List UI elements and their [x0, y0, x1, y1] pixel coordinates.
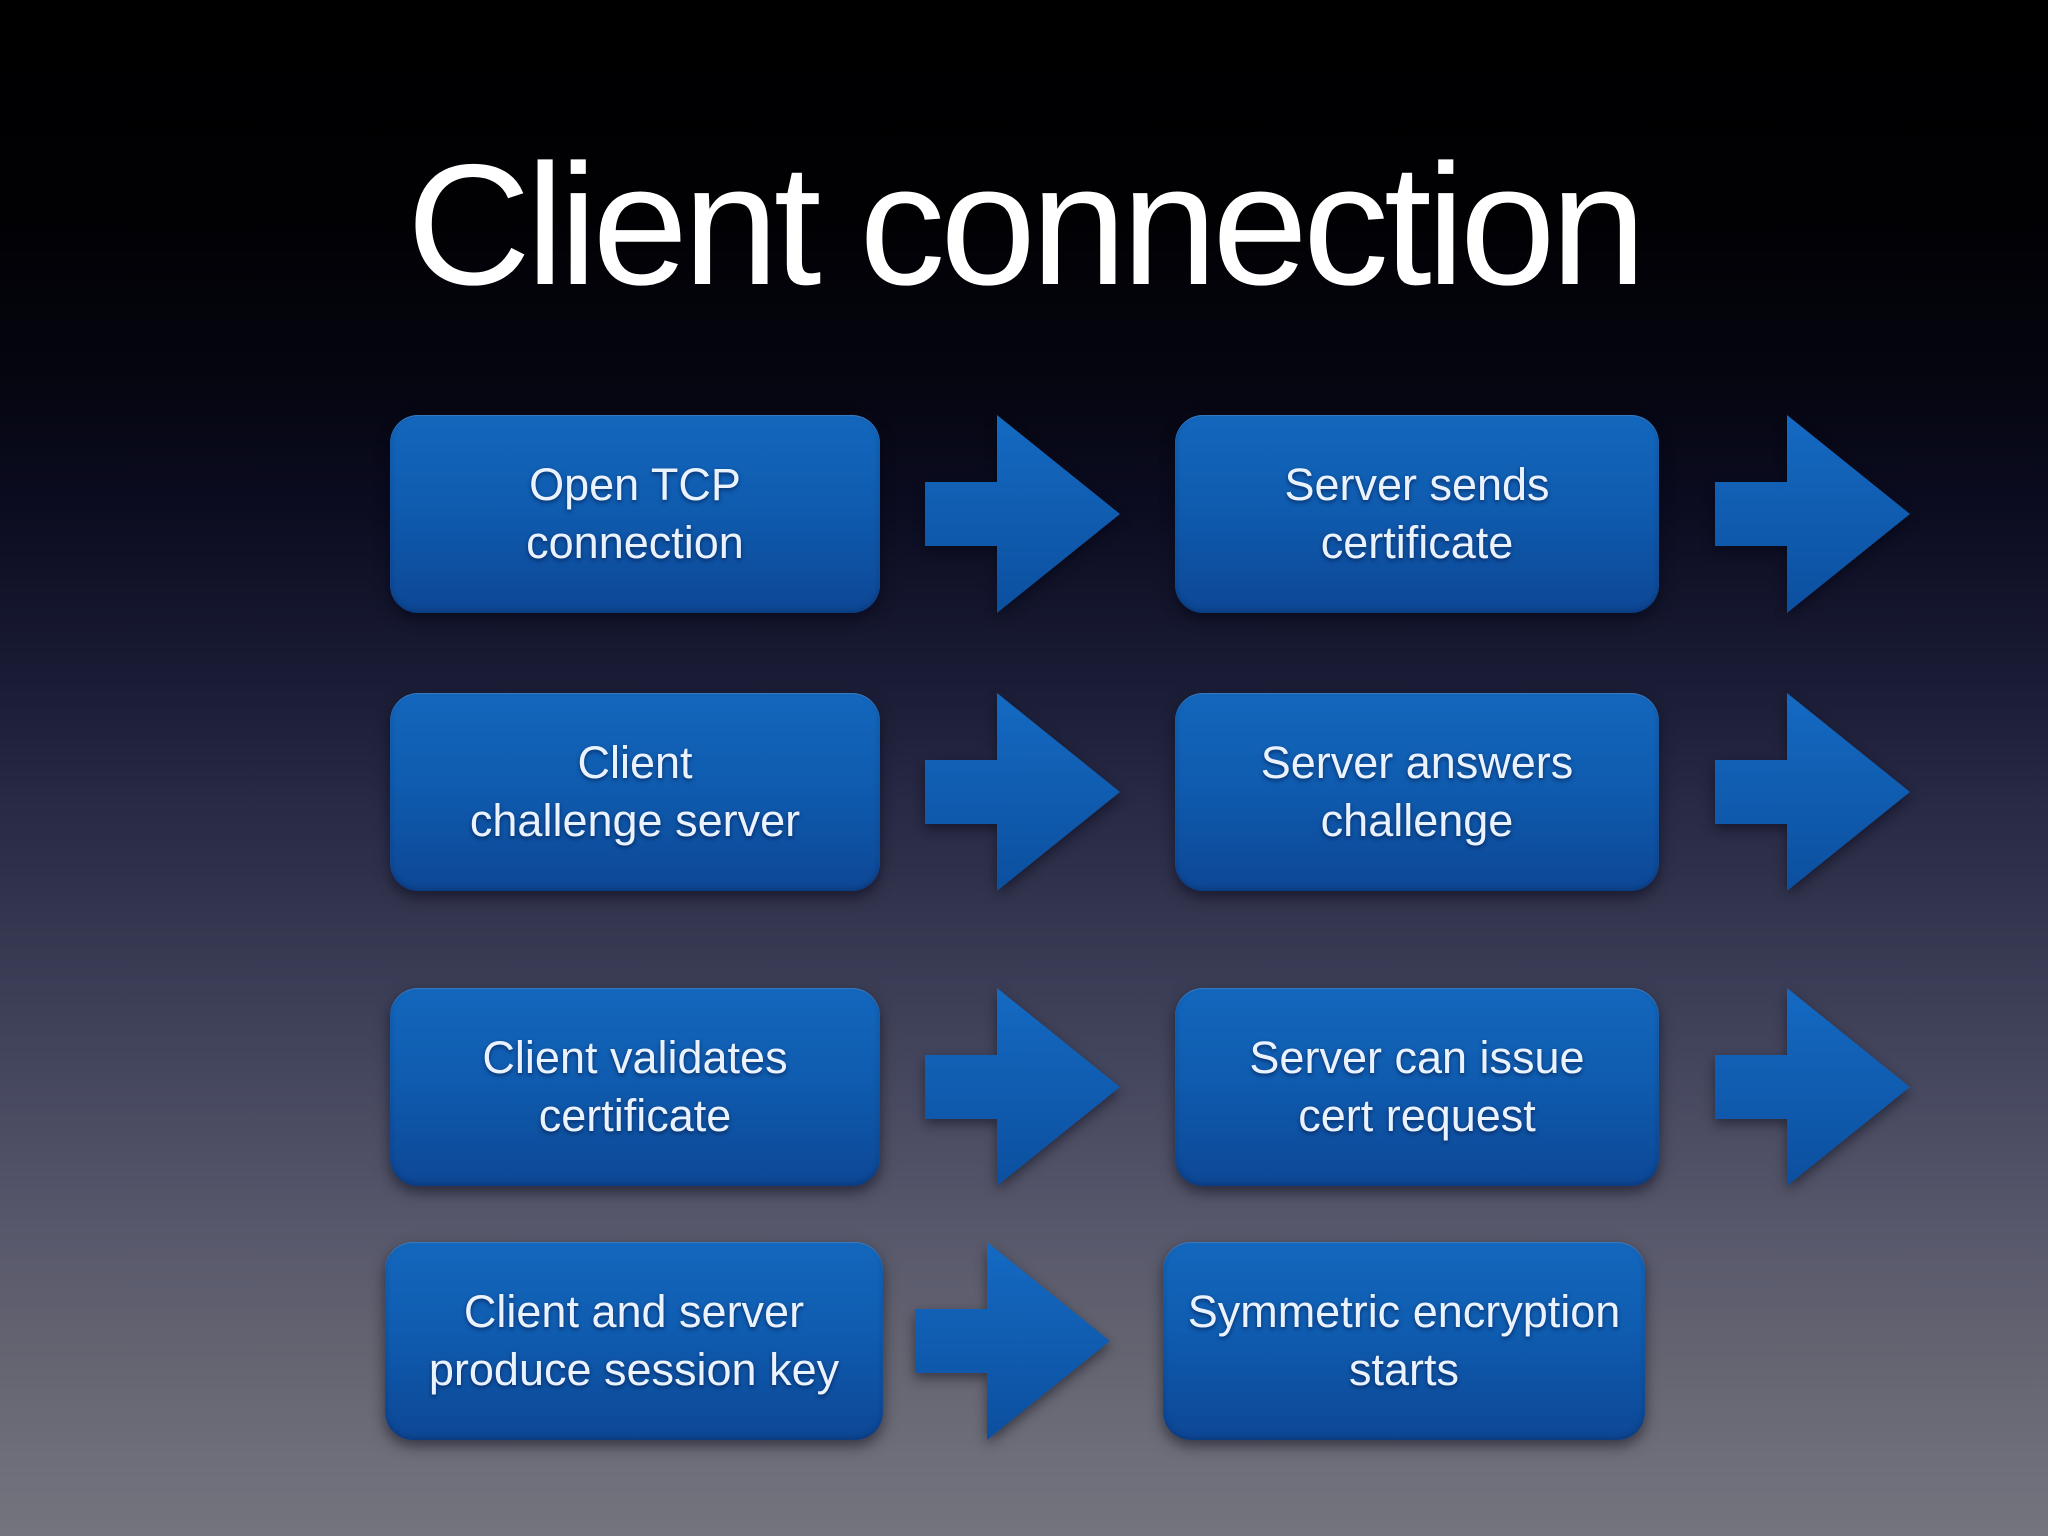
flow-row-1: Open TCP connection Server sends certifi…	[0, 415, 2048, 613]
right-arrow-icon	[1715, 988, 1910, 1186]
box-label-line: challenge	[1320, 795, 1514, 846]
box-label-line: starts	[1348, 1344, 1460, 1395]
box-server-answers-challenge: Server answers challenge	[1175, 693, 1659, 891]
right-arrow-icon	[925, 988, 1120, 1186]
right-arrow-icon	[925, 693, 1120, 891]
box-label-line: challenge server	[469, 795, 801, 846]
box-open-tcp-connection: Open TCP connection	[390, 415, 880, 613]
box-label-line: certificate	[1320, 517, 1514, 568]
box-label-line: Server answers	[1260, 737, 1574, 788]
box-label-line: cert request	[1298, 1090, 1536, 1141]
right-arrow-icon	[1715, 415, 1910, 613]
right-arrow-icon	[1715, 693, 1910, 891]
box-server-can-issue-cert-request: Server can issue cert request	[1175, 988, 1659, 1186]
box-client-and-server-produce-session-key: Client and server produce session key	[385, 1242, 883, 1440]
box-label-line: Client validates	[482, 1032, 788, 1083]
box-label-line: produce session key	[428, 1344, 840, 1395]
box-label-line: Open TCP	[529, 459, 741, 510]
flow-row-2: Client challenge server Server answers c…	[0, 693, 2048, 891]
right-arrow-icon	[915, 1242, 1110, 1440]
box-label-line: Symmetric encryption	[1187, 1286, 1621, 1337]
box-label-line: connection	[526, 517, 744, 568]
box-client-validates-certificate: Client validates certificate	[390, 988, 880, 1186]
box-label-line: Server can issue	[1249, 1032, 1585, 1083]
box-server-sends-certificate: Server sends certificate	[1175, 415, 1659, 613]
flow-row-3: Client validates certificate Server can …	[0, 988, 2048, 1186]
right-arrow-icon	[925, 415, 1120, 613]
box-symmetric-encryption-starts: Symmetric encryption starts	[1163, 1242, 1645, 1440]
flow-row-4: Client and server produce session key Sy…	[0, 1242, 2048, 1440]
box-label-line: Client	[577, 737, 693, 788]
box-client-challenge-server: Client challenge server	[390, 693, 880, 891]
box-label-line: certificate	[538, 1090, 732, 1141]
slide-title: Client connection	[406, 129, 1646, 321]
box-label-line: Client and server	[463, 1286, 805, 1337]
box-label-line: Server sends	[1284, 459, 1550, 510]
